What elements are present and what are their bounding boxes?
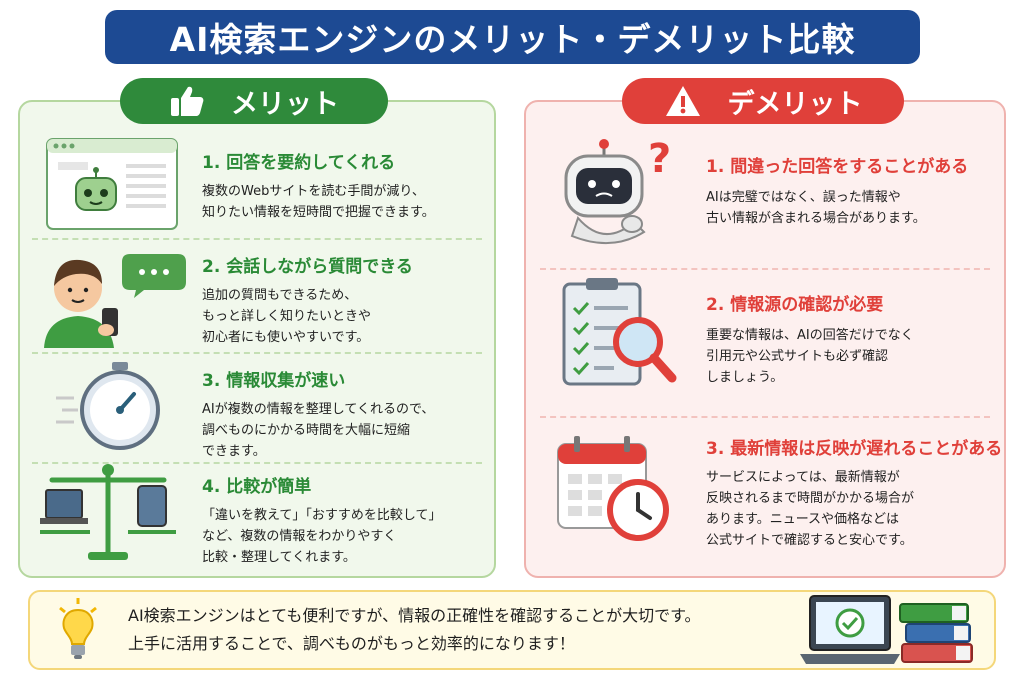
divider (32, 462, 482, 464)
merit-item-line: 知りたい情報を短時間で把握できます。 (202, 205, 435, 220)
books-icon (896, 596, 976, 670)
confused-robot-icon: ? (552, 136, 682, 252)
merit-item-title: 1. 回答を要約してくれる (202, 153, 396, 173)
merit-item-line: AIが複数の情報を整理してくれるので、 (202, 402, 435, 417)
merit-item-line: など、複数の情報をわかりやすく (202, 529, 397, 544)
merit-item-line: 初心者にも使いやすいです。 (202, 330, 370, 345)
divider (32, 352, 482, 354)
merit-item-line: 調べものにかかる時間を大幅に短縮 (202, 423, 411, 438)
demerit-item-2: 2. 情報源の確認が必要 重要な情報は、AIの回答だけでなく 引用元や公式サイト… (706, 290, 914, 388)
stopwatch-icon (52, 360, 162, 454)
clipboard-magnifier-icon (558, 276, 678, 392)
merit-item-3: 3. 情報収集が速い AIが複数の情報を整理してくれるので、 調べものにかかる時… (202, 366, 434, 462)
divider (540, 268, 990, 270)
merit-item-line: できます。 (202, 444, 266, 459)
summary-line: AI検索エンジンはとても便利ですが、情報の正確性を確認することが大切です。 (128, 606, 701, 625)
merit-item-line: 比較・整理してくれます。 (202, 550, 356, 565)
merit-label: メリット (231, 88, 339, 120)
demerit-item-1: 1. 間違った回答をすることがある AIは完璧ではなく、誤った情報や 古い情報が… (706, 152, 968, 229)
merit-item-1: 1. 回答を要約してくれる 複数のWebサイトを読む手間が減り、 知りたい情報を… (202, 148, 435, 223)
merit-item-line: 複数のWebサイトを読む手間が減り、 (202, 184, 425, 199)
demerit-item-3: 3. 最新情報は反映が遅れることがある サービスによっては、最新情報が 反映され… (706, 434, 1002, 551)
demerit-item-line: AIは完璧ではなく、誤った情報や (706, 190, 901, 205)
demerit-item-line: 公式サイトで確認すると安心です。 (706, 533, 913, 548)
demerit-item-line: 古い情報が含まれる場合があります。 (706, 211, 926, 226)
demerit-header: デメリット (622, 78, 904, 124)
demerit-label: デメリット (727, 88, 863, 120)
laptop-check-icon (798, 592, 902, 670)
demerit-item-title: 1. 間違った回答をすることがある (706, 157, 969, 177)
merit-item-line: 「違いを教えて」「おすすめを比較して」 (202, 508, 442, 523)
merit-item-2: 2. 会話しながら質問できる 追加の質問もできるため、 もっと詳しく知りたいとき… (202, 252, 413, 348)
svg-text:?: ? (648, 136, 671, 182)
demerit-item-line: サービスによっては、最新情報が (706, 470, 900, 485)
demerit-item-line: 引用元や公式サイトも必ず確認 (706, 349, 889, 364)
demerit-item-line: あります。ニュースや価格などは (706, 512, 900, 527)
summary-line: 上手に活用することで、調べものがもっと効率的になります！ (128, 634, 575, 653)
divider (32, 238, 482, 240)
calendar-clock-icon (554, 432, 674, 548)
demerit-item-line: 重要な情報は、AIの回答だけでなく (706, 328, 914, 343)
summary-text: AI検索エンジンはとても便利ですが、情報の正確性を確認することが大切です。 上手… (128, 602, 700, 658)
lightbulb-icon (56, 598, 100, 666)
demerit-item-title: 2. 情報源の確認が必要 (706, 295, 884, 315)
demerit-item-line: 反映されるまで時間がかかる場合が (706, 491, 915, 506)
scale-devices-icon (38, 462, 178, 570)
divider (540, 416, 990, 418)
merit-item-line: 追加の質問もできるため、 (202, 288, 358, 303)
person-chat-icon (40, 244, 190, 352)
summary-browser-icon (46, 138, 178, 234)
thumbs-up-icon (171, 86, 204, 116)
warning-icon (665, 86, 700, 116)
demerit-item-line: しましょう。 (706, 370, 784, 385)
merit-item-title: 3. 情報収集が速い (202, 371, 346, 391)
merit-item-title: 4. 比較が簡単 (202, 477, 312, 497)
merit-item-4: 4. 比較が簡単 「違いを教えて」「おすすめを比較して」 など、複数の情報をわか… (202, 472, 441, 568)
page-title: AI検索エンジンのメリット・デメリット比較 (105, 10, 920, 64)
merit-item-title: 2. 会話しながら質問できる (202, 257, 413, 277)
merit-item-line: もっと詳しく知りたいときや (202, 309, 372, 324)
demerit-item-title: 3. 最新情報は反映が遅れることがある (706, 439, 1003, 459)
merit-header: メリット (120, 78, 388, 124)
